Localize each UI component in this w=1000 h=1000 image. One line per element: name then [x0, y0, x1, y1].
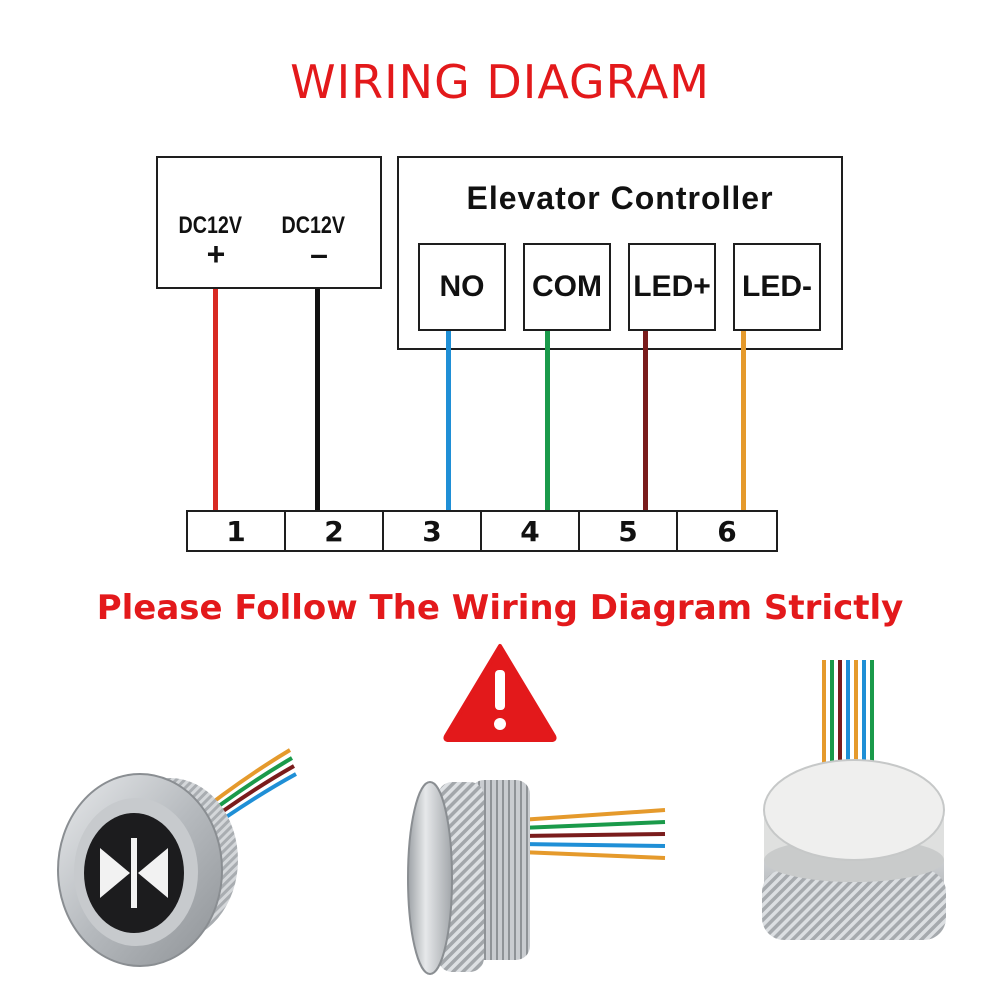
wire-blue [446, 331, 451, 510]
terminal-no: NO [418, 243, 506, 331]
terminal-block-5: 5 [578, 510, 678, 552]
dc-minus-sign: – [310, 236, 328, 272]
button-front-photo [57, 748, 297, 967]
controller-title: Elevator Controller [466, 180, 774, 216]
dc-minus-label: DC12V [281, 212, 345, 239]
wire-red [213, 289, 218, 510]
terminal-block-3: 3 [382, 510, 482, 552]
wiring-notice: Please Follow The Wiring Diagram Strictl… [96, 588, 904, 628]
button-side-photo [407, 780, 666, 975]
diagram-title: WIRING DIAGRAM [290, 55, 710, 109]
button-back-photo [762, 660, 946, 940]
terminal-led-plus: LED+ [628, 243, 716, 331]
wire-orange [741, 331, 746, 510]
wire-brown [643, 331, 648, 510]
terminal-com: COM [523, 243, 611, 331]
terminal-block-1: 1 [186, 510, 286, 552]
dc-plus-label: DC12V [178, 212, 242, 239]
terminal-led-minus: LED- [733, 243, 821, 331]
dc-plus-sign: + [206, 236, 226, 272]
terminal-block-2: 2 [284, 510, 384, 552]
power-supply-box [156, 156, 382, 289]
terminal-block-4: 4 [480, 510, 580, 552]
wire-green [545, 331, 550, 510]
terminal-block-6: 6 [676, 510, 778, 552]
wire-black [315, 289, 320, 510]
warning-triangle-icon [443, 644, 557, 742]
